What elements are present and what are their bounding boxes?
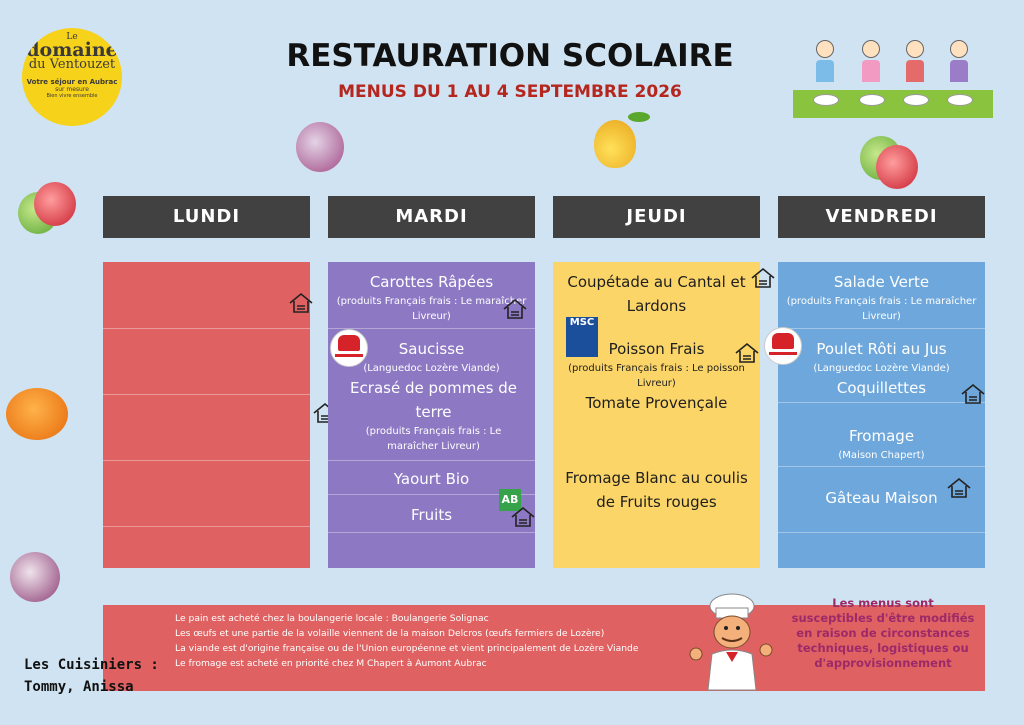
plate-icon (903, 94, 929, 106)
day-header-jeudi: JEUDI (553, 196, 760, 238)
dish-name: Poulet Rôti au Jus (816, 340, 947, 358)
menu-column-jeudi: Coupétade au Cantal et Lardons Poisson F… (553, 262, 760, 568)
day-header-lundi: LUNDI (103, 196, 310, 238)
local-product-icon (503, 298, 527, 319)
menu-item: Poulet Rôti au Jus (Languedoc Lozère Via… (782, 337, 981, 376)
menu-item: Yaourt Bio (332, 467, 531, 491)
info-footer: Le pain est acheté chez la boulangerie l… (103, 605, 985, 691)
menu-item: Fruits (332, 503, 531, 527)
turnip-icon (10, 552, 60, 602)
menu-item: Coquillettes (782, 376, 981, 400)
menu-item: Salade Verte (produits Français frais : … (782, 270, 981, 324)
logo-line-2: domaine (26, 39, 118, 61)
dish-detail: (produits Français frais : Le maraîcher … (786, 296, 977, 322)
pumpkin-icon (6, 388, 68, 440)
dish-name: Salade Verte (833, 273, 930, 291)
dish-name: Tomate Provençale (585, 394, 728, 412)
apple-icon (876, 145, 918, 189)
menu-column-lundi (103, 262, 310, 568)
children-at-table-illustration (793, 40, 993, 118)
local-product-icon (289, 292, 313, 313)
chef-illustration (689, 593, 773, 691)
french-meat-label-icon (764, 327, 802, 365)
dish-name: Saucisse (398, 340, 465, 358)
cooks-names: Tommy, Anissa (24, 679, 134, 695)
pear-icon (594, 120, 636, 168)
local-product-icon (751, 267, 775, 288)
apple-icon (34, 182, 76, 226)
dish-name: Fromage (848, 427, 915, 445)
dish-detail: (produits Français frais : Le poisson Li… (568, 363, 745, 389)
local-product-icon (313, 402, 337, 423)
page-title: RESTAURATION SCOLAIRE (286, 38, 734, 74)
page-subtitle: MENUS DU 1 AU 4 SEPTEMBRE 2026 (338, 82, 682, 102)
dish-name: Fruits (410, 506, 453, 524)
domaine-logo: Le domaine du Ventouzet Votre séjour en … (22, 28, 122, 126)
child-figure (861, 40, 881, 84)
day-header-mardi: MARDI (328, 196, 535, 238)
day-header-vendredi: VENDREDI (778, 196, 985, 238)
logo-line-1: Le (66, 32, 78, 42)
plate-icon (859, 94, 885, 106)
child-figure (815, 40, 835, 84)
local-product-icon (735, 342, 759, 363)
child-figure (949, 40, 969, 84)
dish-detail: (produits Français frais : Le maraîcher … (336, 296, 527, 322)
french-meat-label-icon (330, 329, 368, 367)
dish-detail: (Maison Chapert) (838, 450, 925, 461)
menu-item: Saucisse (Languedoc Lozère Viande) (332, 337, 531, 376)
menu-item: Fromage Blanc au coulis de Fruits rouges (559, 466, 754, 514)
dish-detail: (Languedoc Lozère Viande) (363, 363, 500, 374)
menu-change-notice: Les menus sont susceptibles d'être modif… (791, 596, 975, 670)
menu-item: Fromage (Maison Chapert) (782, 424, 981, 463)
cooks-credit: Les Cuisiniers : Tommy, Anissa (24, 654, 159, 698)
local-product-icon (947, 477, 971, 498)
dish-name: Coquillettes (836, 379, 927, 397)
logo-line-5: sur mesure (55, 86, 89, 93)
menu-column-vendredi: Salade Verte (produits Français frais : … (778, 262, 985, 568)
cooks-label: Les Cuisiniers : (24, 657, 159, 673)
footer-line: La viande est d'origine française ou de … (175, 643, 639, 654)
logo-line-3: du Ventouzet (28, 57, 116, 72)
logo-line-4: Votre séjour en Aubrac (26, 78, 118, 86)
dish-detail: (Languedoc Lozère Viande) (813, 363, 950, 374)
child-figure (905, 40, 925, 84)
menu-item: Coupétade au Cantal et Lardons (557, 270, 756, 318)
plate-icon (947, 94, 973, 106)
dish-name: Gâteau Maison (825, 489, 938, 507)
menu-column-mardi: Carottes Râpées (produits Français frais… (328, 262, 535, 568)
dish-detail: (produits Français frais : Le maraîcher … (365, 426, 502, 452)
dish-name: Carottes Râpées (369, 273, 494, 291)
pear-leaf-icon (628, 112, 650, 122)
footer-line: Le fromage est acheté en priorité chez M… (175, 658, 487, 669)
local-product-icon (511, 506, 535, 527)
dish-name: Yaourt Bio (393, 470, 470, 488)
logo-line-6: Bien vivre ensemble (46, 93, 98, 99)
footer-line: Les œufs et une partie de la volaille vi… (175, 628, 605, 639)
menu-item: Ecrasé de pommes de terre (produits Fran… (342, 376, 525, 454)
organic-ab-label-icon: AB (499, 489, 521, 511)
msc-label-icon: MSC (566, 317, 598, 357)
menu-item: Carottes Râpées (produits Français frais… (332, 270, 531, 324)
dish-name: Ecrasé de pommes de terre (350, 379, 517, 421)
dish-name: Poisson Frais (608, 340, 705, 358)
dish-name: Fromage Blanc au coulis de Fruits rouges (565, 469, 748, 511)
plate-icon (813, 94, 839, 106)
footer-line: Le pain est acheté chez la boulangerie l… (175, 613, 489, 624)
menu-item: Poisson Frais (produits Français frais :… (557, 337, 756, 391)
turnip-icon (296, 122, 344, 172)
menu-item: Tomate Provençale (557, 391, 756, 415)
menu-item: Gâteau Maison (782, 486, 981, 510)
dish-name: Coupétade au Cantal et Lardons (567, 273, 746, 315)
local-product-icon (961, 383, 985, 404)
